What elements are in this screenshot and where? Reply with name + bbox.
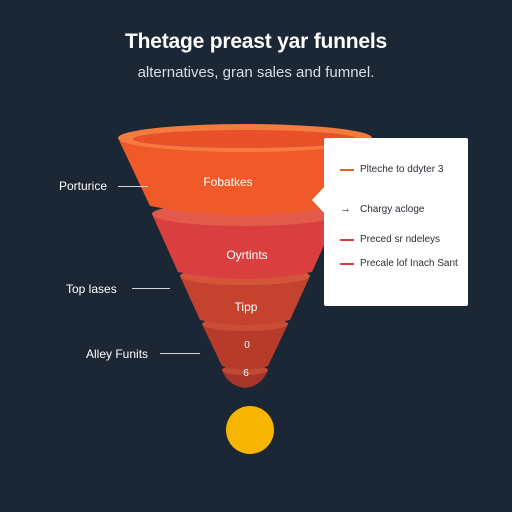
side-label-bottom: Alley Funits xyxy=(86,347,149,361)
funnel-tier-5-label: 6 xyxy=(243,368,249,379)
funnel-tier-1-inner xyxy=(133,130,357,148)
side-label-middle-leader xyxy=(132,288,170,289)
legend-pointer xyxy=(312,186,325,214)
arrow-right-icon: → xyxy=(340,203,351,215)
funnel-tier-1-label: Fobatkes xyxy=(203,175,253,189)
funnel-tier-3 xyxy=(180,276,310,325)
side-label-top: Porturice xyxy=(59,179,108,193)
legend-line-icon xyxy=(340,263,354,265)
side-label-top-leader xyxy=(118,186,148,187)
legend-item-3: Preced sr ndeleys xyxy=(340,234,464,246)
legend-item-4-text: Precale lof Inach Sant xyxy=(360,258,458,269)
legend-item-2-text: Chargy acloge xyxy=(360,204,425,215)
funnel-tier-3-label: Tipp xyxy=(234,300,258,314)
legend-item-2: → Chargy acloge xyxy=(340,203,464,216)
page-subtitle: alternatives, gran sales and fumnel. xyxy=(137,64,375,81)
yellow-ball xyxy=(226,406,274,454)
funnel-tier-1 xyxy=(118,138,372,215)
funnel-tier-2-label: Oyrtints xyxy=(226,248,268,262)
legend-card: Plteche to ddyter 3 → Chargy acloge Prec… xyxy=(324,138,468,306)
funnel-tier-4 xyxy=(202,324,288,370)
funnel-tier-4-label: 0 xyxy=(244,340,250,351)
funnel-tier-2 xyxy=(152,214,338,279)
funnel-tier-5 xyxy=(222,370,268,388)
legend-line-icon xyxy=(340,239,354,241)
legend-item-3-text: Preced sr ndeleys xyxy=(360,234,441,245)
legend-item-1-text: Plteche to ddyter 3 xyxy=(360,164,444,175)
legend-item-1: Plteche to ddyter 3 xyxy=(340,164,464,176)
legend-line-icon xyxy=(340,169,354,171)
legend-item-4: Precale lof Inach Sant xyxy=(340,258,464,270)
side-label-middle: Top lases xyxy=(66,282,117,296)
page-title: Thetage preast yar funnels xyxy=(124,30,388,53)
side-label-bottom-leader xyxy=(160,353,200,354)
